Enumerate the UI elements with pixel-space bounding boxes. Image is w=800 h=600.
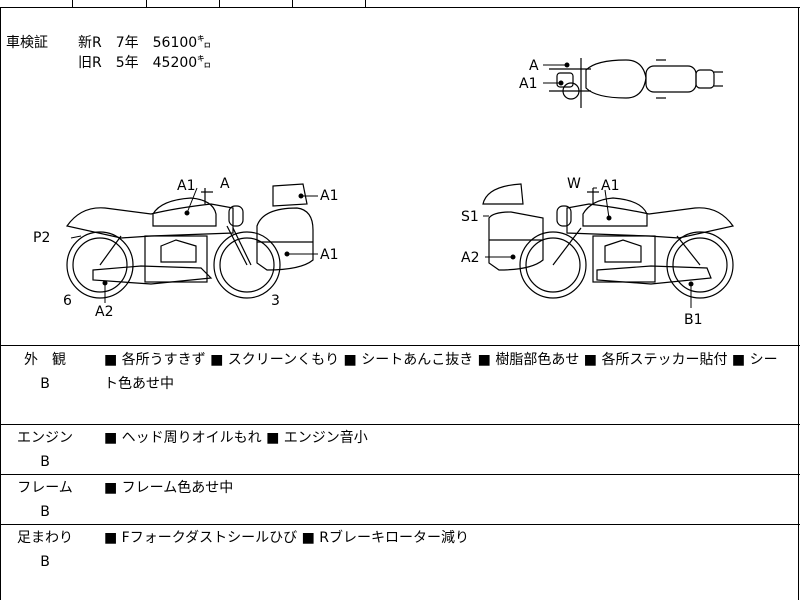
row-label-exterior: 外 観	[24, 352, 66, 368]
inspection-old: 旧R 5年 45200㌔	[78, 55, 212, 71]
label-right-a2: A2	[461, 250, 479, 266]
row-grade-suspension: B	[40, 554, 50, 570]
label-left-a2: A2	[95, 304, 113, 320]
header-cell	[219, 0, 293, 8]
table-divider	[0, 524, 800, 525]
label-left-3: 3	[271, 293, 280, 309]
row-label-suspension: 足まわり	[17, 530, 73, 546]
header-cell	[146, 0, 220, 8]
row-grade-exterior: B	[40, 376, 50, 392]
header-cell	[292, 0, 366, 8]
row-text-suspension: ■ Fフォークダストシールひび ■ Rブレーキローター減り	[104, 530, 470, 546]
row-grade-frame: B	[40, 504, 50, 520]
label-right-w: W	[567, 176, 581, 192]
label-right-s1: S1	[461, 209, 479, 225]
label-left-a1-tank: A1	[177, 178, 195, 194]
row-text-frame: ■ フレーム色あせ中	[104, 480, 234, 496]
label-right-b1: B1	[684, 312, 703, 328]
row-text-exterior: ■ 各所うすきず ■ スクリーンくもり ■ シートあんこ抜き ■ 樹脂部色あせ …	[104, 352, 778, 392]
header-cell	[0, 0, 73, 8]
motorcycle-left-view	[65, 183, 314, 299]
inspection-new: 新R 7年 56100㌔	[78, 35, 212, 51]
sheet-frame	[0, 8, 799, 600]
label-left-p2: P2	[33, 230, 50, 246]
table-divider	[0, 345, 800, 346]
header-strip	[0, 0, 800, 8]
row-label-frame: フレーム	[17, 480, 73, 496]
motorcycle-right-view	[482, 183, 735, 299]
row-label-engine: エンジン	[17, 430, 73, 446]
row-text-engine: ■ ヘッド周りオイルもれ ■ エンジン音小	[104, 430, 368, 446]
damage-diagram: A A1 A1 A A1 A1 P2 6 A2 3 W A1 S1 A2 B1	[33, 58, 735, 328]
table-divider	[0, 424, 800, 425]
row-grade-engine: B	[40, 454, 50, 470]
table-divider	[0, 474, 800, 475]
label-right-a1: A1	[601, 178, 619, 194]
label-top-a1: A1	[519, 76, 537, 92]
label-left-a1-cowl: A1	[320, 188, 338, 204]
label-left-a1-case: A1	[320, 247, 338, 263]
label-left-a-handle: A	[220, 176, 230, 192]
leader-lines	[70, 62, 694, 308]
label-top-a: A	[529, 58, 539, 74]
inspection-label: 車検証	[6, 35, 48, 51]
motorcycle-top-view	[549, 58, 723, 108]
label-left-6: 6	[63, 293, 72, 309]
header-cell	[72, 0, 147, 8]
